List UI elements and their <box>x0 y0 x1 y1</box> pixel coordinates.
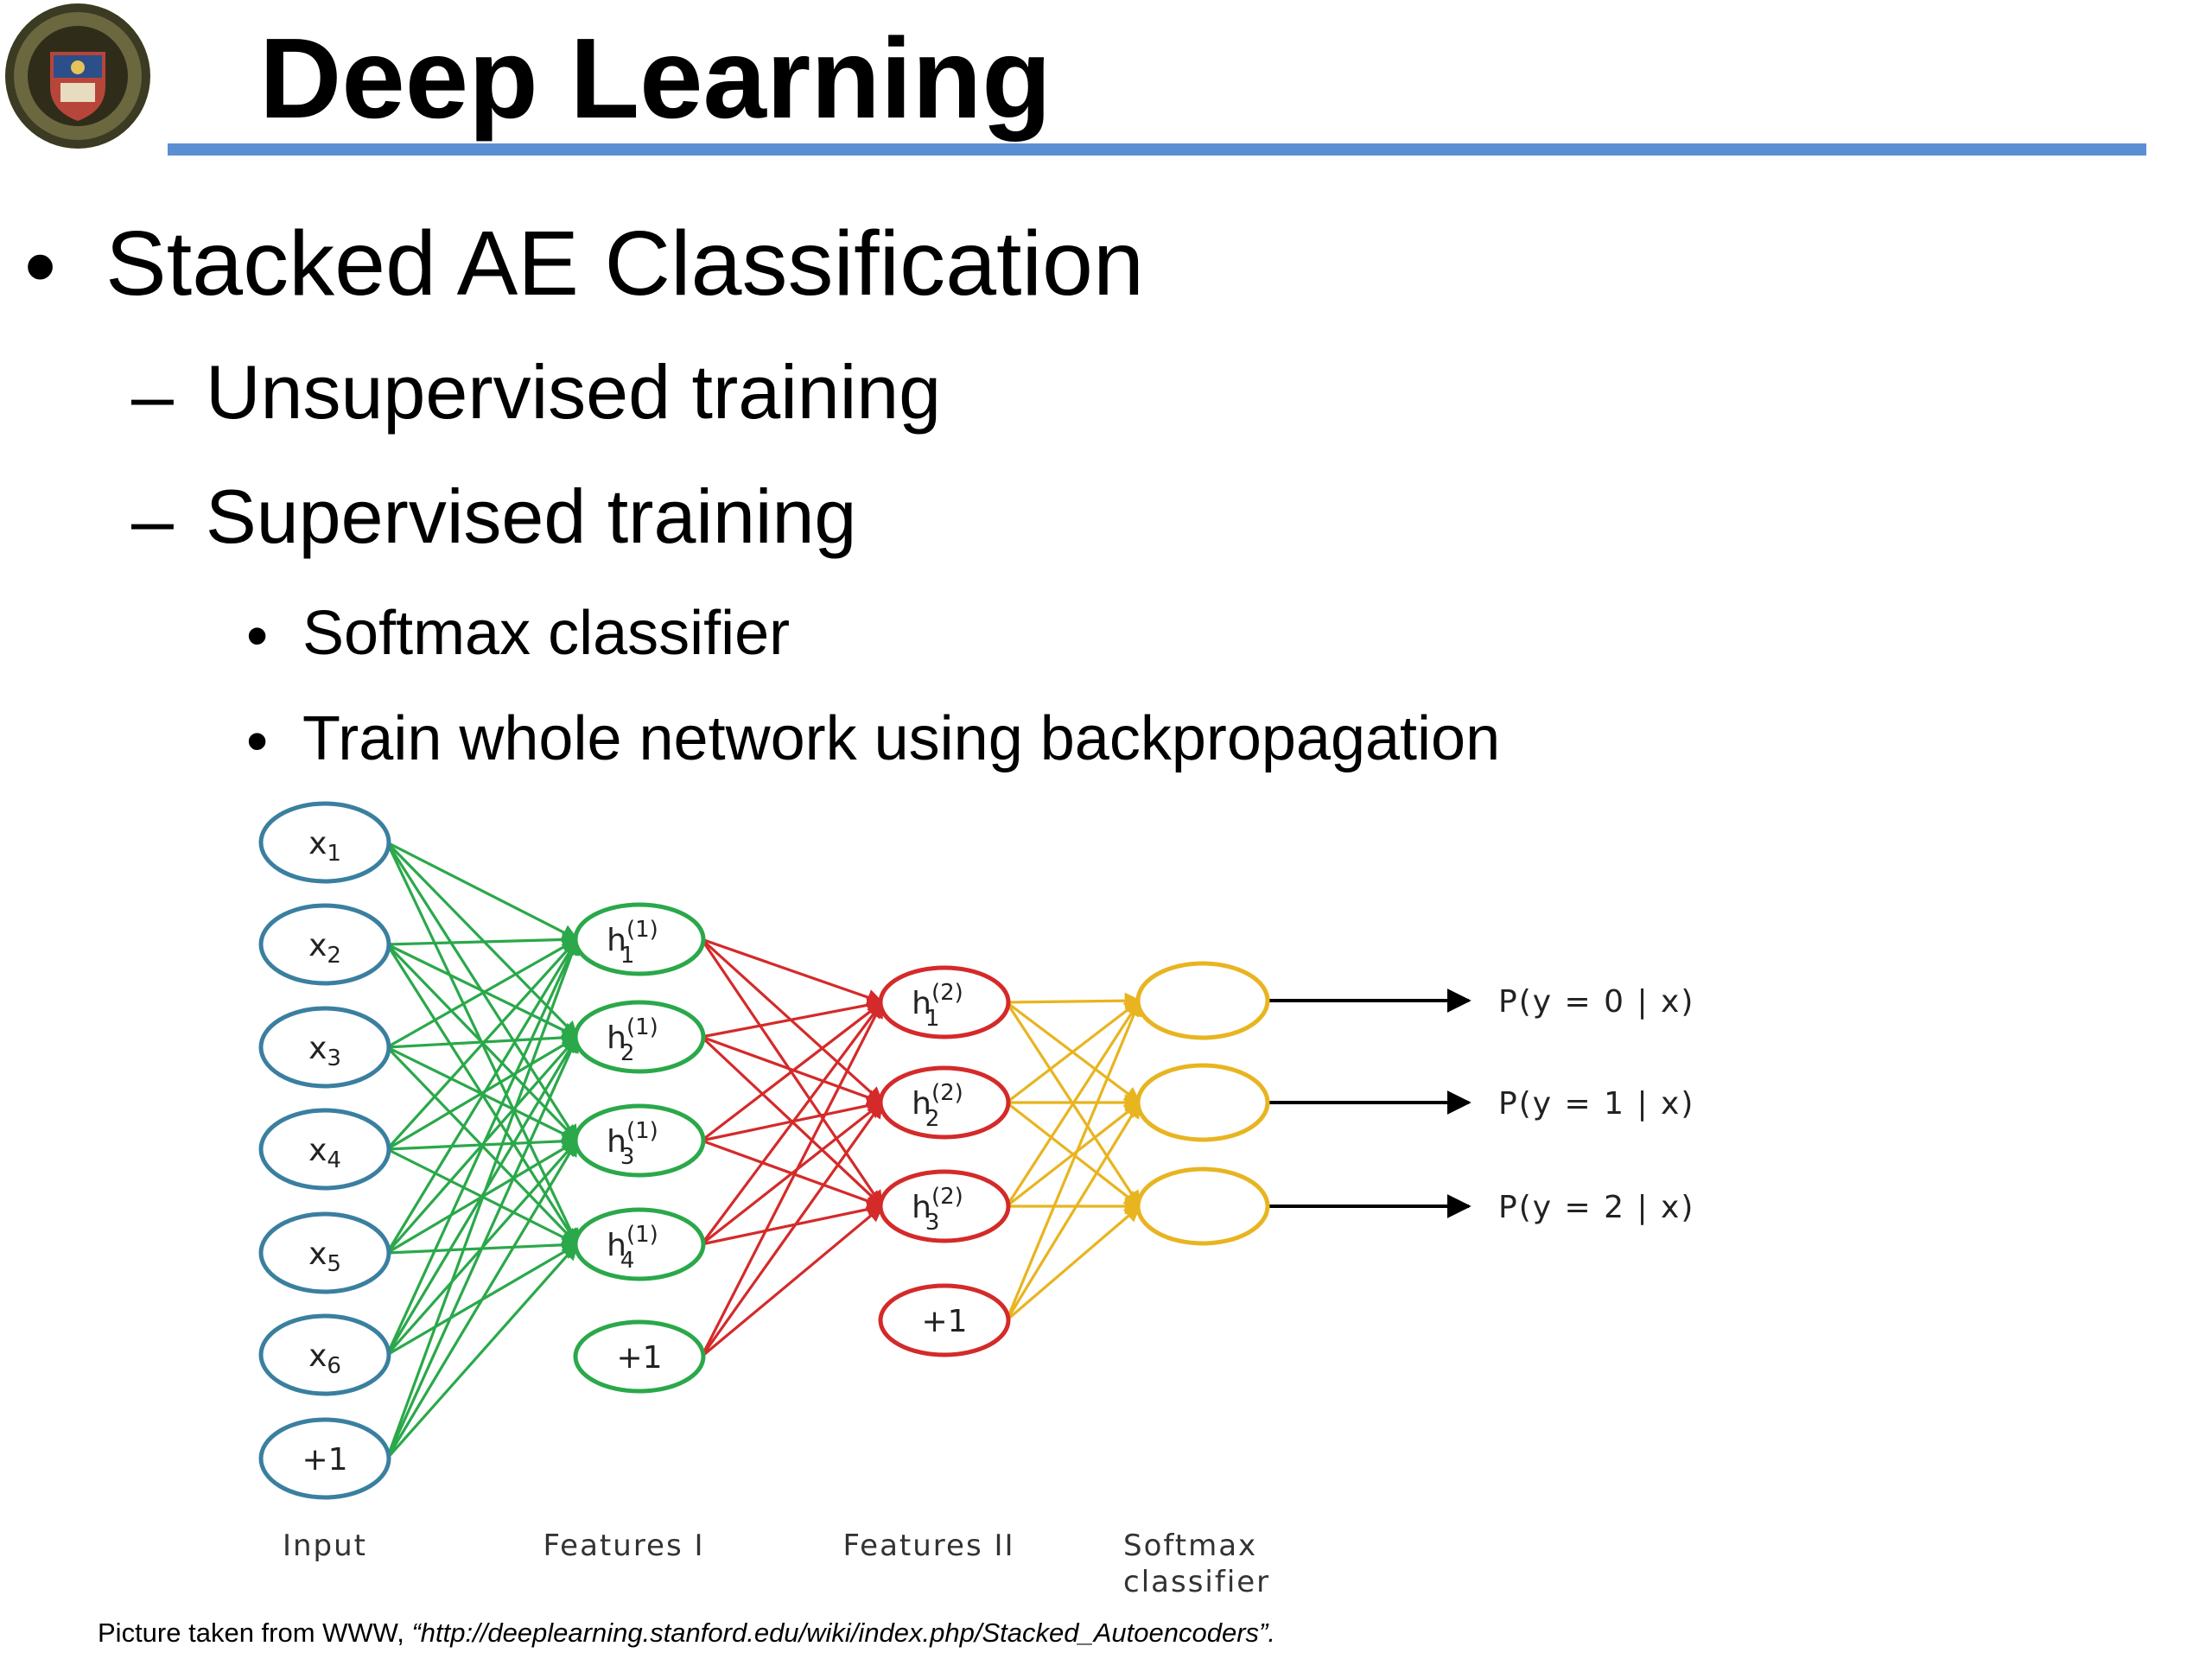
university-seal-icon <box>5 3 150 149</box>
neuron-node <box>1135 961 1270 1040</box>
neuron-label: +1 <box>302 1442 347 1478</box>
neuron-node <box>258 1211 391 1294</box>
neuron-node <box>1135 1166 1270 1246</box>
neuron-node <box>258 1006 391 1089</box>
neuron-label: x6 <box>308 1338 341 1379</box>
dash-marker: – <box>131 477 174 563</box>
bullet-dot: • <box>24 215 57 317</box>
neuron-node <box>573 1207 706 1281</box>
connection-edge <box>386 943 579 1039</box>
picture-source-caption: Picture taken from WWW, “http://deeplear… <box>98 1618 1275 1649</box>
neuron-label: x3 <box>308 1031 341 1071</box>
connection-edge <box>701 1001 884 1142</box>
output-probability-label: P(y = 1 | x) <box>1498 1086 1694 1122</box>
connection-edge <box>385 938 579 1254</box>
neuron-label: x2 <box>308 928 341 969</box>
neuron-node <box>878 965 1011 1039</box>
bullet-supervised: Supervised training <box>206 474 857 559</box>
bullet-dot: • <box>246 601 269 671</box>
connection-edge <box>1005 999 1142 1321</box>
caption-prefix: Picture taken from WWW, <box>98 1618 412 1648</box>
neuron-node <box>258 903 391 986</box>
neuron-label: h(2)2 <box>912 1080 963 1132</box>
slide-title: Deep Learning <box>259 15 1052 142</box>
neuron-node <box>258 1313 391 1396</box>
connection-edge <box>1005 1205 1141 1322</box>
neuron-node <box>573 1319 706 1394</box>
layer-label: Features I <box>543 1529 704 1563</box>
output-probability-label: P(y = 2 | x) <box>1498 1190 1694 1225</box>
neuron-node <box>878 1283 1011 1357</box>
connection-edge <box>701 996 884 1039</box>
neuron-label: h(1)3 <box>607 1118 658 1170</box>
bullet-softmax: Softmax classifier <box>302 599 791 668</box>
connection-edge <box>700 1101 884 1357</box>
neuron-label: h(1)4 <box>607 1222 658 1274</box>
neuron-node <box>1135 1063 1270 1142</box>
connection-edge <box>385 1139 579 1459</box>
layer-label: Features II <box>842 1529 1014 1563</box>
connection-edge <box>386 841 579 941</box>
neuron-node <box>258 1417 391 1500</box>
connection-edge <box>386 1035 579 1151</box>
bullet-dot: • <box>246 707 269 776</box>
neuron-label: h(2)3 <box>912 1184 963 1236</box>
dash-marker: – <box>131 353 174 438</box>
connection-edge <box>1005 1101 1141 1321</box>
neuron-label: x1 <box>308 826 341 867</box>
neuron-label: h(1)2 <box>607 1014 658 1066</box>
connection-edge <box>385 1035 579 1459</box>
neuron-node <box>878 1065 1011 1140</box>
neuron-node <box>573 1103 706 1178</box>
neuron-label: h(1)1 <box>607 917 658 969</box>
neuron-label: x5 <box>308 1236 341 1277</box>
bullet-unsupervised: Unsupervised training <box>206 349 942 435</box>
neuron-node <box>573 902 706 976</box>
connection-edge <box>1006 1101 1141 1208</box>
bullet-stacked-ae: Stacked AE Classification <box>105 213 1144 315</box>
connection-edge <box>700 1001 884 1245</box>
neuron-node <box>878 1169 1011 1243</box>
connection-edge <box>385 938 579 1356</box>
title-underline <box>168 143 2146 156</box>
bullet-train-whole: Train whole network using backpropagatio… <box>302 704 1501 773</box>
connection-edge <box>385 1243 579 1460</box>
caption-source-url: “http://deeplearning.stanford.edu/wiki/i… <box>411 1618 1275 1648</box>
layer-label-line2: classifier <box>1123 1565 1270 1599</box>
neuron-label: +1 <box>616 1340 662 1376</box>
neuron-label: x4 <box>308 1133 341 1173</box>
output-probability-label: P(y = 0 | x) <box>1498 984 1694 1020</box>
neuron-node <box>258 1108 391 1191</box>
connection-edge <box>701 1101 884 1246</box>
neuron-node <box>258 801 391 884</box>
connection-edge <box>385 938 581 1459</box>
connection-edge <box>701 1201 884 1246</box>
connection-edge <box>385 841 579 1039</box>
neuron-label: +1 <box>921 1304 967 1339</box>
connection-edge <box>385 938 579 1151</box>
neuron-node <box>573 1000 706 1074</box>
neuron-label: h(2)1 <box>912 980 963 1032</box>
layer-label: Softmax <box>1123 1529 1257 1563</box>
connection-edge <box>1005 999 1141 1207</box>
connection-edge <box>700 1205 884 1358</box>
layer-label: Input <box>283 1529 367 1563</box>
connection-edge <box>386 938 579 1049</box>
connection-edge <box>386 1029 579 1049</box>
connection-edge <box>1006 999 1141 1104</box>
connection-edge <box>1006 992 1141 1009</box>
connection-edge <box>700 1001 884 1357</box>
connection-edge <box>386 931 579 949</box>
connection-edge <box>701 938 884 1006</box>
